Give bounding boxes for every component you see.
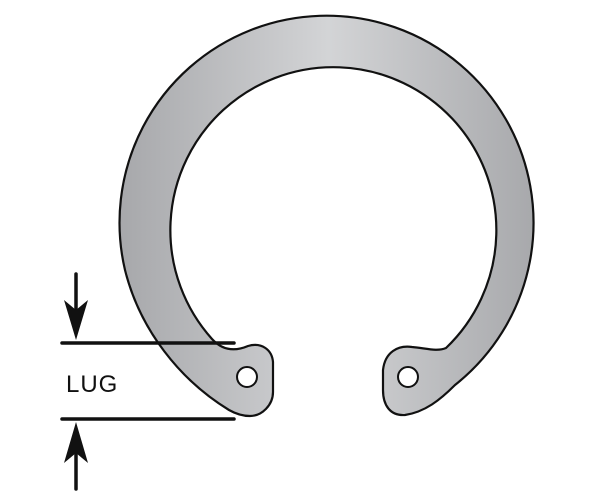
- right-lug-hole: [397, 366, 419, 388]
- arrow-up-icon: [64, 422, 88, 491]
- ring-body: [118, 14, 535, 418]
- lug-dimension-label: LUG: [66, 371, 118, 398]
- arrow-down-icon: [64, 272, 88, 340]
- left-lug-hole: [236, 366, 258, 388]
